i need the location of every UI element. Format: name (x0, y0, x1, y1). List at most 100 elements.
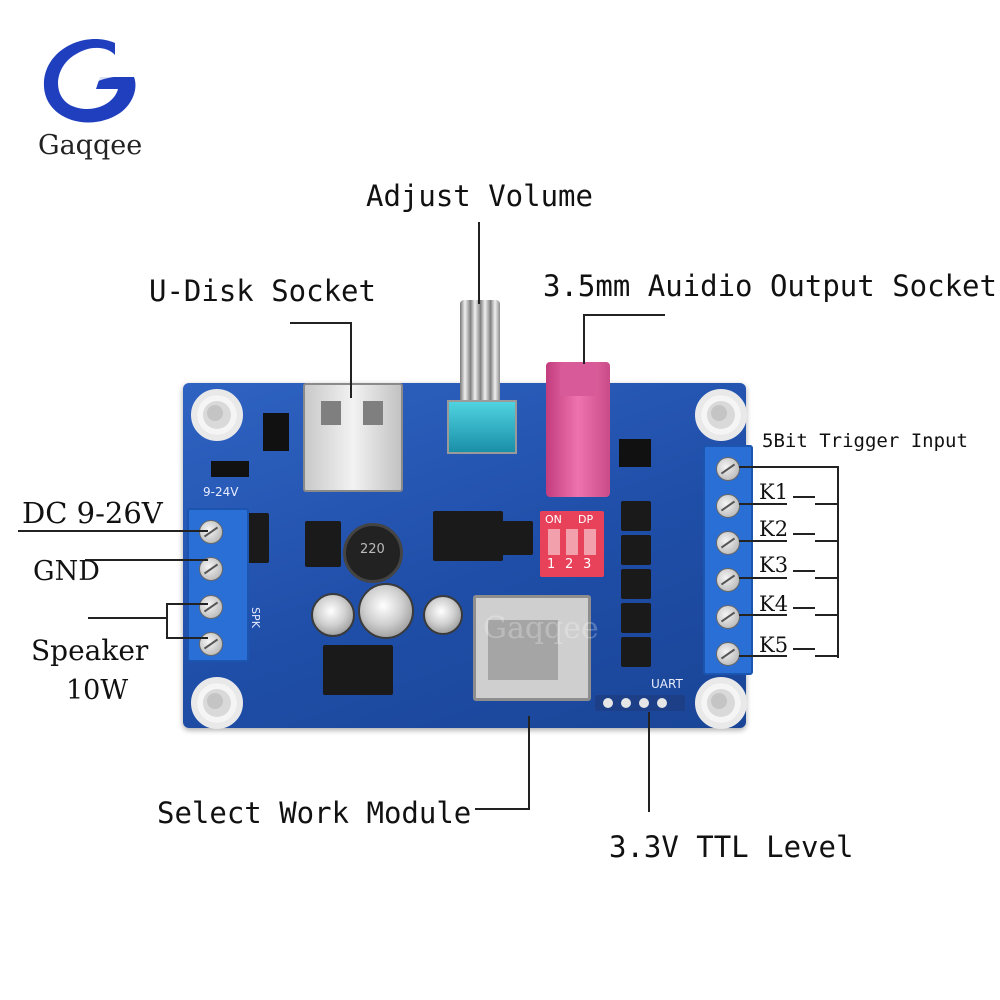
brand-logo: Gaqqee (30, 25, 150, 165)
dip-number-3: 3 (583, 557, 592, 572)
uart-header[interactable] (595, 695, 685, 711)
label-k3: K3 (759, 553, 789, 577)
trigger-terminal (703, 445, 753, 675)
usb-socket-slot (363, 401, 383, 425)
leader-ttl (648, 712, 650, 812)
label-gnd: GND (33, 556, 100, 587)
silkscreen-spk: SPK (248, 607, 262, 628)
leader-speaker (166, 603, 168, 639)
label-k5: K5 (759, 633, 789, 657)
mosfet (621, 603, 651, 633)
terminal-screw-k4[interactable] (716, 605, 740, 629)
usb-socket-slot (321, 401, 341, 425)
sd-card-slot (473, 595, 591, 701)
dip-dp-label: DP (578, 513, 594, 526)
trigger-switch-k3 (793, 570, 815, 572)
amplifier-ic (323, 645, 393, 695)
uart-pin (603, 698, 613, 708)
mosfet (621, 535, 651, 565)
smd-component (263, 413, 289, 451)
terminal-screw-k3[interactable] (716, 568, 740, 592)
leader-dc (18, 530, 208, 532)
trigger-wire-k1 (739, 503, 787, 505)
mount-hole-bottom-right (695, 677, 747, 729)
volume-potentiometer[interactable] (447, 300, 517, 454)
potentiometer-body (447, 400, 517, 454)
dip-toggle-2[interactable] (566, 529, 578, 555)
smd-component (211, 461, 249, 477)
leader-select-module (475, 808, 530, 810)
trigger-common-wire (837, 466, 839, 658)
trigger-wire-k4 (739, 614, 787, 616)
trigger-wire-k1 (815, 503, 839, 505)
silkscreen-voltage: 9-24V (203, 485, 239, 499)
label-udisk-socket: U-Disk Socket (149, 274, 376, 308)
capacitor (358, 583, 414, 639)
trigger-switch-k2 (793, 533, 815, 535)
trigger-switch-k5 (793, 648, 815, 650)
leader-udisk (350, 322, 352, 398)
trigger-common-wire (739, 466, 839, 468)
potentiometer-shaft (460, 300, 500, 400)
trigger-wire-k4 (815, 614, 839, 616)
dip-switch[interactable]: ON DP 1 2 3 (540, 511, 604, 577)
board-watermark: Gaqqee (483, 611, 599, 646)
trigger-wire-k5 (739, 655, 787, 657)
audio-jack-collar (560, 362, 596, 396)
dip-toggle-3[interactable] (584, 529, 596, 555)
smd-resistor (619, 439, 651, 467)
uart-pin (621, 698, 631, 708)
terminal-screw-speaker-minus[interactable] (199, 632, 223, 656)
leader-audio (583, 314, 665, 316)
terminal-screw-gnd[interactable] (199, 557, 223, 581)
trigger-switch-k4 (793, 607, 815, 609)
leader-udisk (290, 322, 352, 324)
dip-on-label: ON (545, 513, 562, 526)
mount-hole-top-left (191, 389, 243, 441)
label-audio-socket: 3.5mm Auidio Output Socket (543, 269, 997, 303)
leader-speaker (166, 603, 208, 605)
terminal-screw-k5[interactable] (716, 642, 740, 666)
leader-audio (583, 314, 585, 364)
label-select-module: Select Work Module (157, 796, 472, 830)
dip-number-1: 1 (547, 557, 556, 572)
silkscreen-uart: UART (651, 677, 683, 691)
terminal-screw-k1[interactable] (716, 494, 740, 518)
terminal-screw-common[interactable] (716, 457, 740, 481)
label-speaker-power: 10W (66, 675, 129, 706)
label-dc: DC 9-26V (22, 496, 163, 530)
label-speaker: Speaker (31, 634, 149, 667)
dip-toggle-1[interactable] (548, 529, 560, 555)
ic-chip (305, 521, 341, 567)
trigger-wire-k3 (739, 577, 787, 579)
capacitor (311, 593, 355, 637)
mosfet (621, 501, 651, 531)
uart-pin (657, 698, 667, 708)
terminal-screw-dc[interactable] (199, 520, 223, 544)
capacitor (423, 595, 463, 635)
leader-select-module (528, 716, 530, 810)
mosfet (621, 569, 651, 599)
label-k1: K1 (759, 480, 789, 504)
sd-card-slot-inner (488, 620, 558, 680)
label-k2: K2 (759, 517, 789, 541)
brand-logo-icon (43, 39, 136, 123)
mosfet (621, 637, 651, 667)
trigger-switch-k1 (793, 496, 815, 498)
terminal-screw-speaker-plus[interactable] (199, 595, 223, 619)
usb-socket[interactable] (303, 383, 403, 492)
amplifier-chip (433, 511, 503, 561)
terminal-screw-k2[interactable] (716, 531, 740, 555)
trigger-wire-k3 (815, 577, 839, 579)
label-k4: K4 (759, 592, 789, 616)
ic-chip (499, 521, 533, 555)
brand-name: Gaqqee (38, 130, 143, 161)
trigger-wire-k2 (815, 540, 839, 542)
leader-adjust-volume (478, 222, 480, 304)
trigger-wire-k5 (815, 655, 839, 657)
label-trigger-input: 5Bit Trigger Input (762, 430, 968, 452)
dip-number-2: 2 (565, 557, 574, 572)
audio-jack[interactable] (546, 362, 610, 497)
label-adjust-volume: Adjust Volume (366, 179, 593, 213)
leader-speaker (88, 617, 166, 619)
